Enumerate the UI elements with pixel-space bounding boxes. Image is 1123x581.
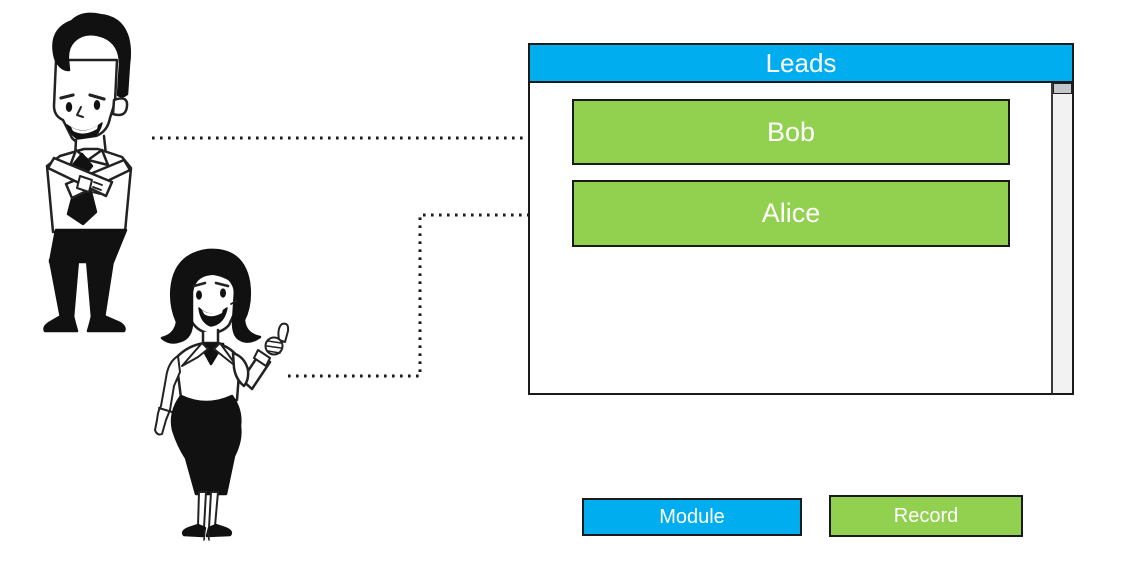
record-label: Bob [766, 116, 816, 147]
woman-lapels [181, 342, 239, 369]
businessman-illustration [43, 12, 133, 333]
man-cuff [76, 175, 93, 193]
woman-fist-fingers [266, 340, 282, 354]
woman-nose [230, 300, 237, 305]
woman-eye-right [220, 288, 226, 298]
man-fingers [91, 181, 103, 195]
businesswoman-illustration [154, 248, 290, 541]
man-eye-left [65, 102, 73, 112]
woman-upperarm-right [231, 351, 250, 388]
woman-arm-left [154, 355, 181, 436]
man-leg-right [85, 258, 115, 320]
man-hair [52, 12, 132, 98]
woman-eye-left [196, 290, 202, 300]
module-header: Leads [530, 45, 1072, 83]
leads-module-window: Leads Bob Alice [528, 43, 1074, 395]
man-teeth [71, 125, 98, 134]
woman-cuff-right [253, 349, 271, 367]
man-ear [111, 97, 129, 117]
woman-foot-right [205, 523, 233, 538]
scrollbar-track [1051, 83, 1072, 393]
legend-record: Record [829, 495, 1023, 537]
woman-cuff-left [158, 407, 173, 413]
legend-record-label: Record [893, 504, 959, 527]
legend-module-label: Module [659, 505, 725, 528]
scrollbar-thumb [1053, 83, 1072, 94]
man-eye-right [93, 100, 101, 110]
man-hips [48, 228, 128, 264]
man-shoe-right [86, 314, 126, 333]
woman-leg-left [197, 491, 207, 529]
record-label: Alice [761, 198, 821, 228]
man-shoe-left [43, 314, 79, 333]
record-bob: Bob [572, 99, 1010, 165]
record-alice: Alice [572, 180, 1010, 247]
module-title: Leads [765, 47, 837, 78]
man-leg-left [48, 258, 80, 320]
legend-module: Module [582, 498, 802, 536]
man-nose [76, 106, 84, 118]
woman-foot-left [181, 523, 207, 538]
woman-leg-right [208, 491, 219, 529]
man-eyebrows [59, 93, 106, 101]
man-face [52, 58, 119, 144]
woman-skirt [170, 394, 242, 496]
woman-eyebrows [192, 281, 230, 288]
arrow-woman-to-alice [288, 213, 555, 378]
woman-foot-tuft [203, 529, 210, 541]
woman-teeth [202, 309, 223, 317]
woman-hair [160, 248, 262, 344]
